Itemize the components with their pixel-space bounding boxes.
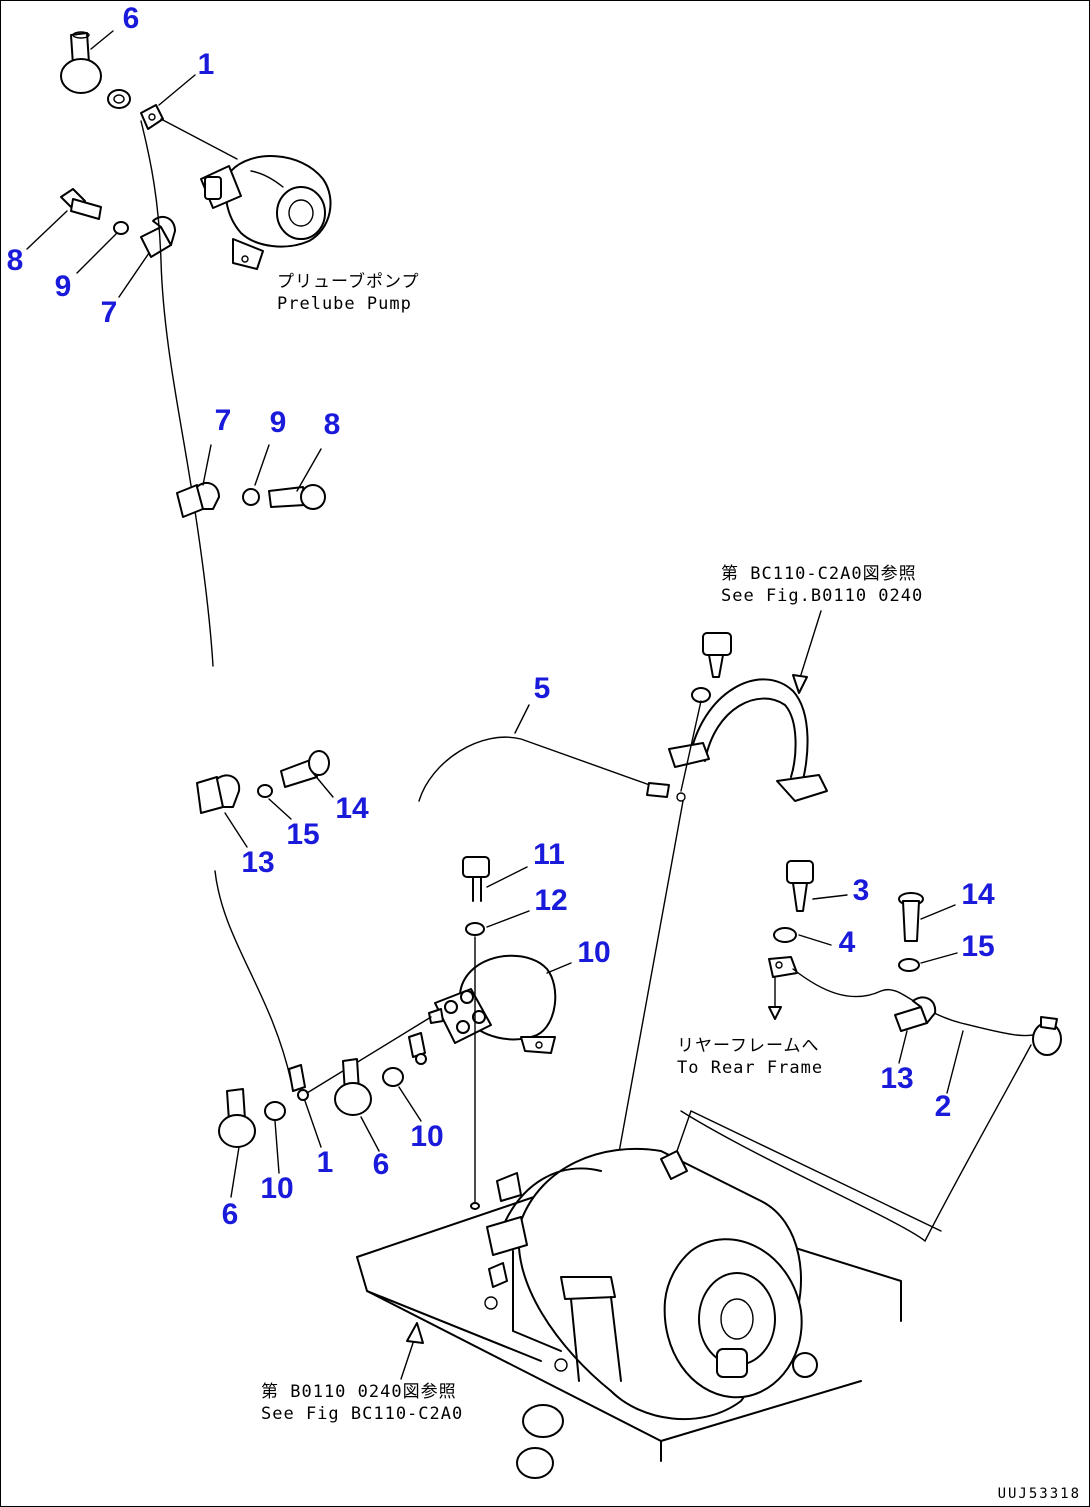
motor-saddle [486,1167,622,1382]
callout-7-upper: 7 [100,296,118,329]
nut-top [107,89,131,109]
lug-2 [768,956,798,978]
note-prelube-pump-jp: プリューブポンプ [277,272,420,292]
callout-10-left: 10 [260,1172,294,1205]
washer-4 [773,927,797,943]
callout-6-middle: 6 [372,1148,390,1181]
note-rear-frame-jp: リヤーフレームへ [677,1036,820,1056]
callout-1-top: 1 [197,48,215,81]
lug-1-lower [288,1064,309,1101]
arrow-see-fig-top [792,610,822,694]
washer-9-middle [242,488,260,506]
clip-7-middle [176,481,220,518]
callout-3: 3 [852,874,870,907]
washer-15-left [257,784,273,798]
bolt-3 [786,860,814,912]
callout-11: 11 [533,838,565,871]
note-rear-frame: リヤーフレームへ To Rear Frame [677,1035,823,1079]
callout-4: 4 [838,926,856,959]
callout-8-middle: 8 [323,408,341,441]
note-see-fig-bottom: 第 B0110 0240図参照 See Fig BC110-C2A0 [261,1381,463,1425]
strap-bolt [680,632,732,792]
note-see-fig-top: 第 BC110-C2A0図参照 See Fig.B0110 0240 [721,563,923,607]
callout-10-right: 10 [410,1120,444,1153]
cable-lug-top [140,104,164,130]
callout-9-middle: 9 [269,406,287,439]
terminal-boot-middle [334,1058,372,1116]
callout-6-top: 6 [122,2,140,35]
bolt-11 [462,856,490,902]
bolt-8-upper [60,188,102,220]
callout-12: 12 [534,884,568,917]
callout-15-left: 15 [286,818,320,851]
drawing-id: UUJ53318 [997,1486,1081,1502]
callout-10-relay: 10 [577,936,611,969]
terminal-cable-2-end [1032,1016,1062,1056]
callout-13-left: 13 [241,846,275,879]
clip-13-left [196,774,241,814]
relay-10 [428,954,557,1054]
clip-7-upper [140,215,176,258]
bolt-14-right [898,892,924,942]
note-prelube-pump: プリューブポンプ Prelube Pump [277,271,419,315]
note-see-fig-bottom-en: See Fig BC110-C2A0 [261,1404,464,1424]
nut-10-right [382,1067,404,1087]
callout-7-middle: 7 [214,404,232,437]
note-see-fig-bottom-jp: 第 B0110 0240図参照 [261,1382,457,1402]
nut-bottom [516,1404,564,1479]
callout-1-lower: 1 [316,1146,334,1179]
callout-6-left: 6 [221,1198,239,1231]
nut-10-left [264,1101,286,1121]
cable-5 [418,736,662,802]
callout-8-upper: 8 [6,244,24,277]
washer-9-upper [113,221,129,235]
callout-5: 5 [533,672,551,705]
callout-9-upper: 9 [54,270,72,303]
callout-14-left: 14 [335,792,369,825]
lug-relay [408,1032,427,1065]
terminal-boot-top [60,31,102,94]
callout-2: 2 [934,1090,952,1123]
base-plate [356,1180,902,1462]
bolt-14-left [280,750,330,788]
leader-lines [26,30,964,1198]
note-see-fig-top-en: See Fig.B0110 0240 [721,586,924,606]
note-see-fig-top-jp: 第 BC110-C2A0図参照 [721,564,917,584]
washer-12 [465,922,485,936]
clip-13-right [894,996,937,1032]
terminal-boot-left [218,1088,256,1148]
callout-15-right: 15 [961,930,995,963]
note-rear-frame-en: To Rear Frame [677,1058,824,1078]
washer-15-right [898,958,920,972]
terminal-cable-5 [646,782,686,802]
arrow-see-fig-bottom [400,1322,424,1380]
callout-14-right: 14 [961,878,995,911]
cable-2 [680,968,1042,1243]
bolt-8-middle [268,484,326,510]
callout-13-right: 13 [880,1062,914,1095]
starter-motor [517,1110,942,1421]
note-prelube-pump-en: Prelube Pump [277,294,412,314]
prelube-pump [200,155,332,270]
